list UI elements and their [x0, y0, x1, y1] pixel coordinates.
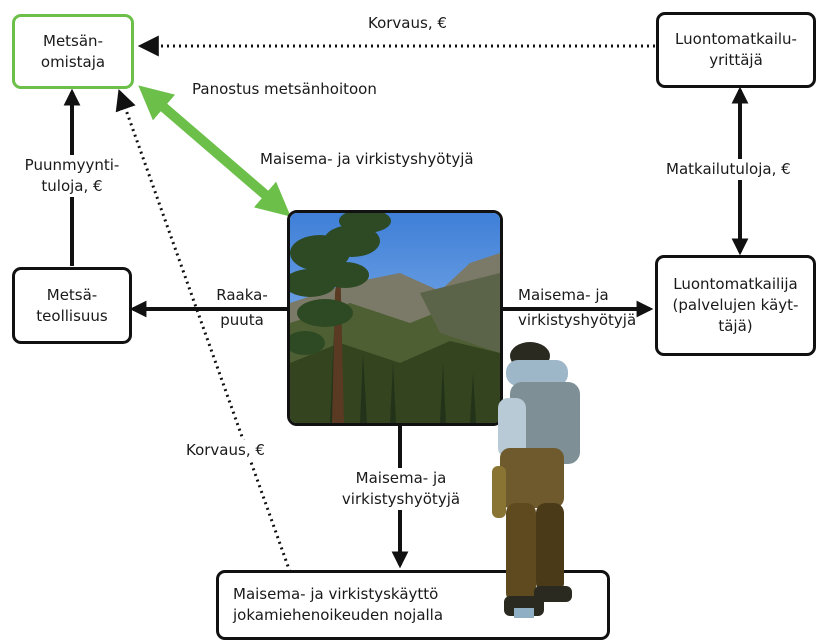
timber-sales-line-2: tuloja, €	[41, 177, 103, 195]
landscape-benefits-top-label: Maisema- ja virkistyshyötyjä	[260, 150, 474, 168]
tourism-company-line-2: yrittäjä	[709, 51, 763, 69]
nature-tourist-line-2: (palvelujen käyt-	[672, 296, 799, 314]
hiker-illustration	[492, 342, 580, 618]
tourism-company-box: Luontomatkailu- yrittäjä	[656, 12, 816, 88]
compensation-top-label: Korvaus, €	[368, 13, 447, 34]
everyman-use-line-2: jokamiehenoikeuden nojalla	[233, 606, 444, 624]
forest-industry-line-1: Metsä-	[46, 285, 98, 304]
compensation-left-arrow	[115, 89, 292, 573]
raw-timber-line-2: puuta	[220, 311, 264, 329]
everyman-use-line-1: Maisema- ja virkistyskäyttö	[233, 585, 439, 603]
tourism-income-label: Matkailutuloja, €	[666, 159, 791, 180]
timber-sales-label: Puunmyynti- tuloja, €	[20, 155, 124, 197]
nature-tourist-line-1: Luontomatkailija	[673, 275, 798, 293]
forest-industry-line-2: teollisuus	[36, 306, 108, 325]
benefits-bottom-line-1: Maisema- ja	[355, 469, 447, 487]
investment-arrow	[138, 85, 291, 217]
tourism-company-line-1: Luontomatkailu-	[675, 30, 797, 48]
raw-timber-line-1: Raaka-	[216, 286, 268, 304]
investment-label: Panostus metsänhoitoon	[192, 80, 377, 98]
benefits-right-line-2: virkistyshyötyjä	[518, 311, 637, 329]
raw-timber-label: Raaka- puuta	[212, 285, 272, 331]
nature-tourist-line-3: täjä)	[718, 317, 753, 335]
forest-photo	[287, 210, 503, 426]
landscape-benefits-right-label: Maisema- ja virkistyshyötyjä	[518, 285, 636, 331]
forest-industry-box: Metsä- teollisuus	[12, 267, 132, 344]
forest-owner-line-2: omistaja	[40, 52, 106, 71]
forest-owner-line-1: Metsän-	[43, 31, 103, 50]
everyman-use-box: Maisema- ja virkistyskäyttö jokamiehenoi…	[216, 570, 610, 640]
nature-tourist-box: Luontomatkailija (palvelujen käyt- täjä)	[655, 255, 816, 356]
compensation-left-label: Korvaus, €	[186, 440, 265, 461]
forest-owner-box: Metsän- omistaja	[12, 14, 134, 89]
benefits-bottom-line-2: virkistyshyötyjä	[341, 490, 461, 508]
landscape-benefits-bottom-label: Maisema- ja virkistyshyötyjä	[328, 468, 474, 510]
benefits-right-line-1: Maisema- ja	[518, 286, 609, 304]
timber-sales-line-1: Puunmyynti-	[24, 156, 120, 174]
